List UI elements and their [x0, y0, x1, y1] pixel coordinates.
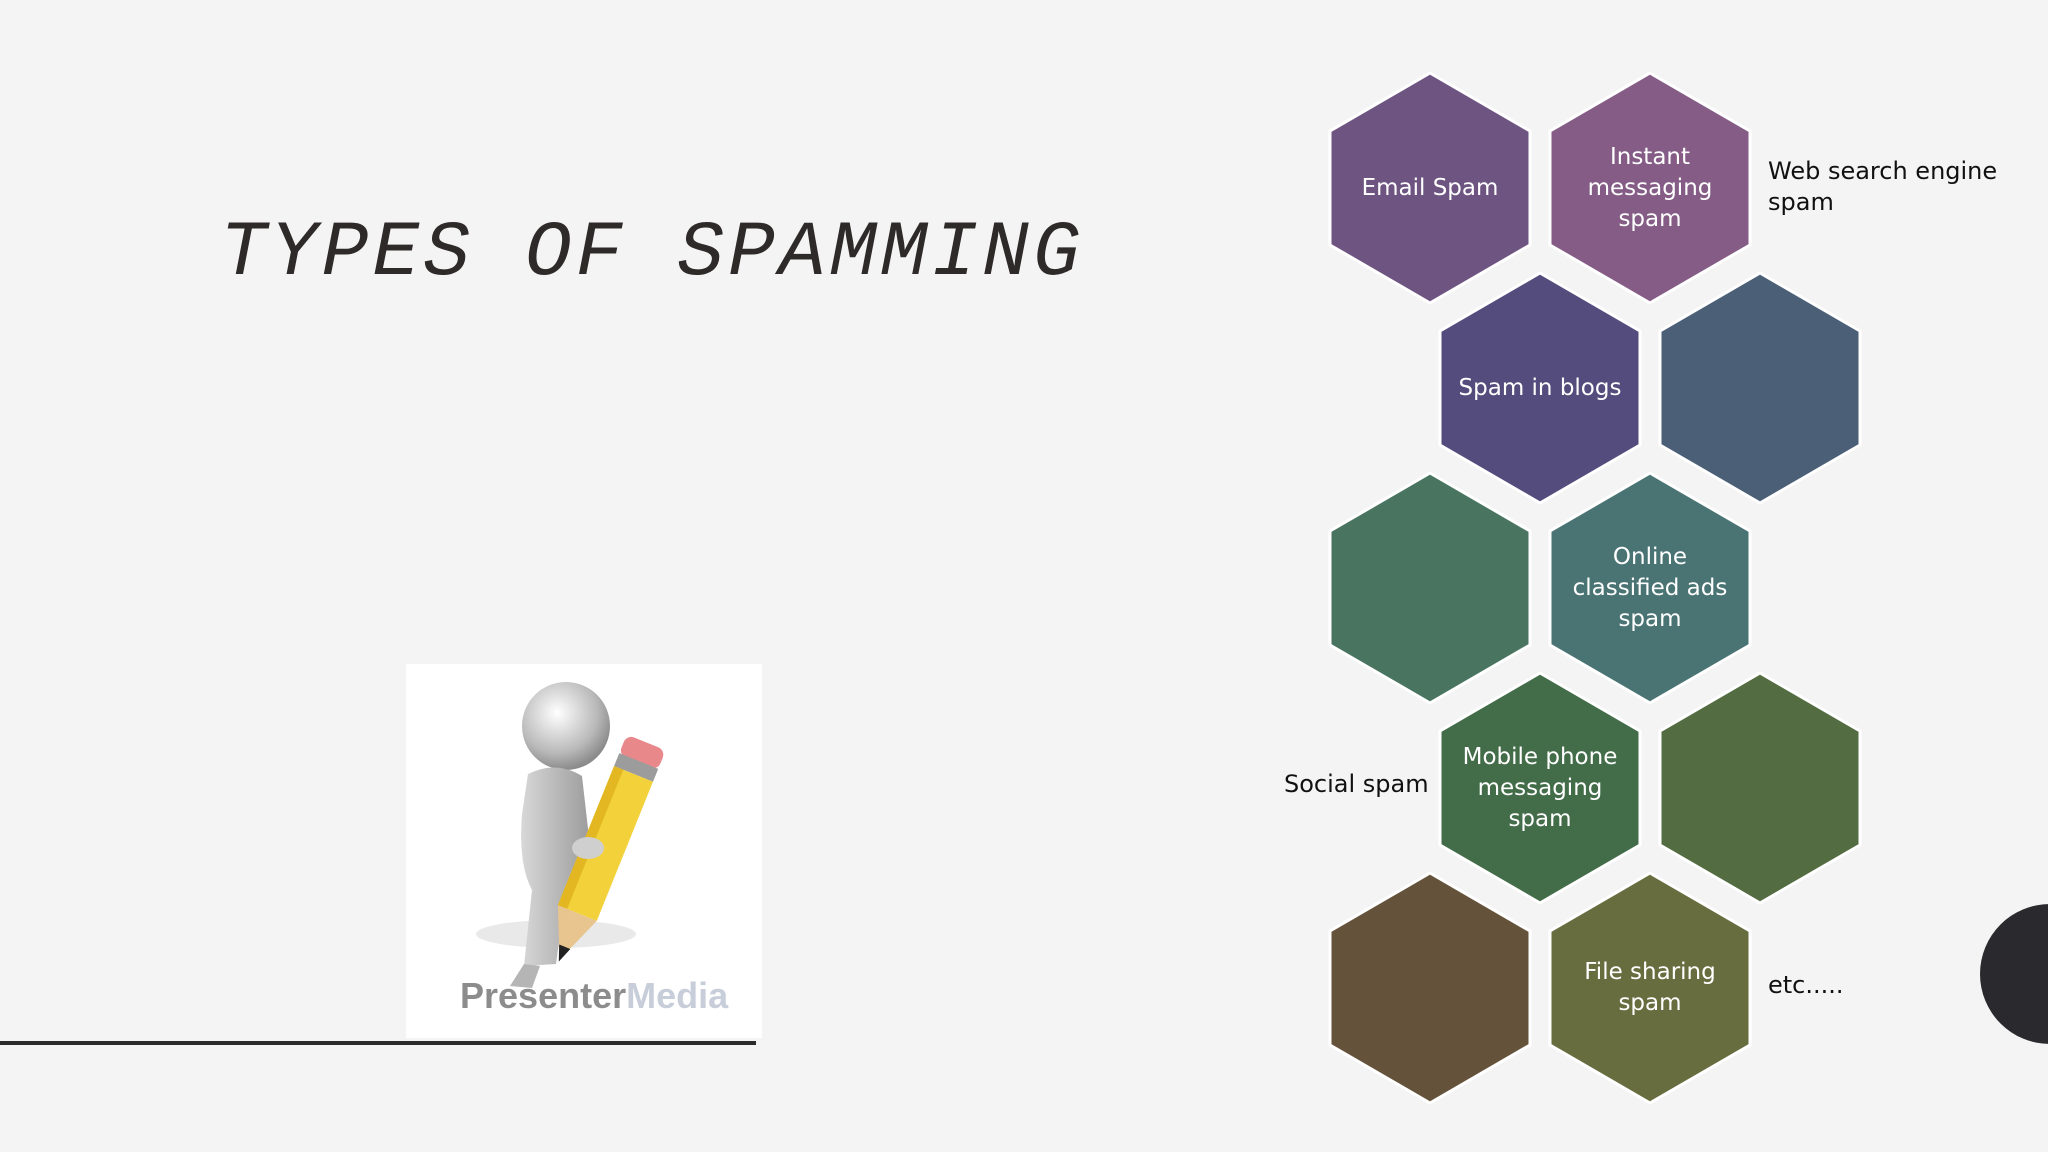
hexagon-1 — [1548, 71, 1752, 305]
hexagon-8 — [1328, 871, 1532, 1105]
side-label-social: Social spam — [1284, 770, 1429, 798]
hexagon-0 — [1328, 71, 1532, 305]
hexagon-6 — [1438, 671, 1642, 905]
side-label-etc: etc..... — [1768, 971, 1844, 999]
side-label-web-search: Web search engine spam — [1768, 157, 1998, 216]
watermark-media: Media — [626, 975, 729, 1016]
presenter-pencil-clipart: PresenterMedia — [406, 664, 762, 1038]
hexagon-2 — [1438, 271, 1642, 505]
hexagon-3 — [1658, 271, 1862, 505]
hexagon-7 — [1658, 671, 1862, 905]
hexagon-label-1: Instant messaging spam — [1587, 143, 1713, 232]
hexagon-label-0: Email Spam — [1361, 174, 1499, 201]
svg-text:PresenterMedia: PresenterMedia — [460, 975, 729, 1016]
hexagon-label-2: Spam in blogs — [1458, 374, 1622, 401]
hexagon-label-9: File sharing spam — [1584, 959, 1716, 1016]
accent-underline — [0, 1041, 756, 1045]
slide-title: TYPES OF SPAMMING — [220, 210, 1084, 298]
watermark-presenter: Presenter — [460, 975, 626, 1016]
hexagon-4 — [1328, 471, 1532, 705]
hexagon-9 — [1548, 871, 1752, 1105]
hexagon-5 — [1548, 471, 1752, 705]
hexagon-label-5: Online classified ads spam — [1572, 543, 1728, 632]
hexagon-label-6: Mobile phone messaging spam — [1462, 743, 1618, 832]
